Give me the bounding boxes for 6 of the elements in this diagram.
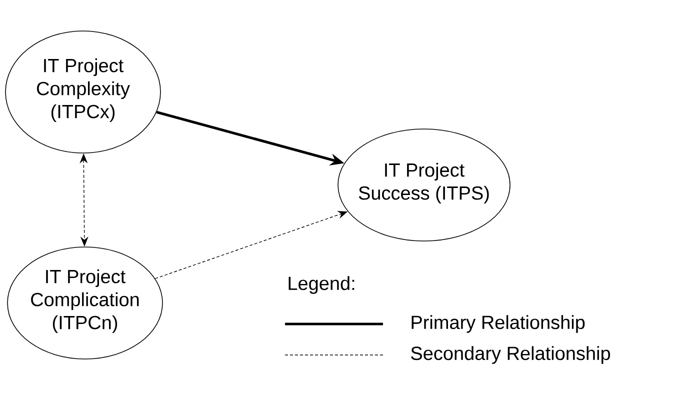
legend-text: Primary Relationship: [412, 315, 585, 333]
ellipse-node: IT Project Complexity (ITPCx): [5, 30, 161, 154]
legend-text: Secondary Relationship: [411, 346, 610, 364]
ellipse-node: IT Project Complication (ITPCn): [7, 246, 163, 360]
ellipse-node: IT Project Success (ITPS): [338, 128, 510, 242]
legend-title: Legend:: [288, 276, 354, 294]
